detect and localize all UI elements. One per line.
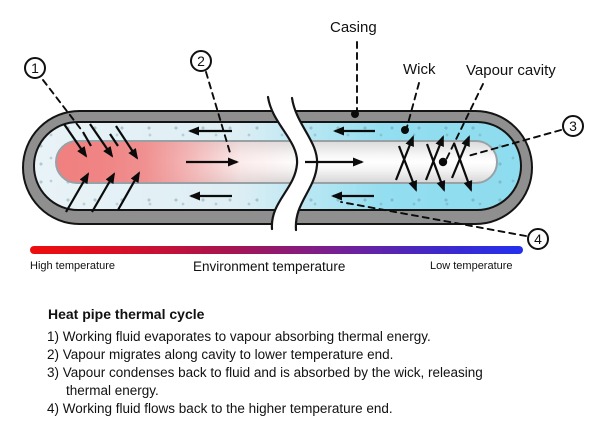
legend-step-1: 1) Working fluid evaporates to vapour ab… <box>47 329 431 344</box>
condensation-arrows-icon <box>394 135 473 192</box>
legend-block: Heat pipe thermal cycle 1) Working fluid… <box>47 306 517 418</box>
legend-step-3: 3) Vapour condenses back to fluid and is… <box>47 365 483 398</box>
callout-3-badge: 3 <box>562 115 584 137</box>
callout-4-badge: 4 <box>527 228 549 250</box>
wick-label: Wick <box>403 61 436 78</box>
vapour-cavity-anchor-dot <box>438 157 448 167</box>
callout-3-leader <box>467 129 562 157</box>
callout-4-leader <box>340 201 527 237</box>
callout-2-badge: 2 <box>190 50 212 72</box>
legend-title: Heat pipe thermal cycle <box>48 306 205 322</box>
evaporation-arrows-icon <box>63 123 140 213</box>
callout-2-leader <box>205 71 232 157</box>
callout-1-badge: 1 <box>24 57 46 79</box>
vapour-cavity-leader <box>445 83 484 161</box>
high-temperature-label: High temperature <box>30 260 115 272</box>
wick-anchor-dot <box>401 126 409 134</box>
wick-leader <box>406 82 420 128</box>
legend-step-2: 2) Vapour migrates along cavity to lower… <box>47 347 394 362</box>
anchor-dots <box>351 110 448 167</box>
vapour-cavity-label: Vapour cavity <box>466 62 556 79</box>
low-temperature-label: Low temperature <box>430 260 513 272</box>
callout-leaders <box>42 41 562 237</box>
pipe-break <box>266 95 319 232</box>
temperature-gradient-bar <box>30 246 523 254</box>
legend-step-4: 4) Working fluid flows back to the highe… <box>47 401 393 416</box>
environment-temperature-label: Environment temperature <box>193 259 346 274</box>
liquid-return-arrows-icon <box>188 126 375 201</box>
casing-label: Casing <box>330 19 377 36</box>
casing-anchor-dot <box>351 110 359 118</box>
callout-1-leader <box>42 79 84 133</box>
